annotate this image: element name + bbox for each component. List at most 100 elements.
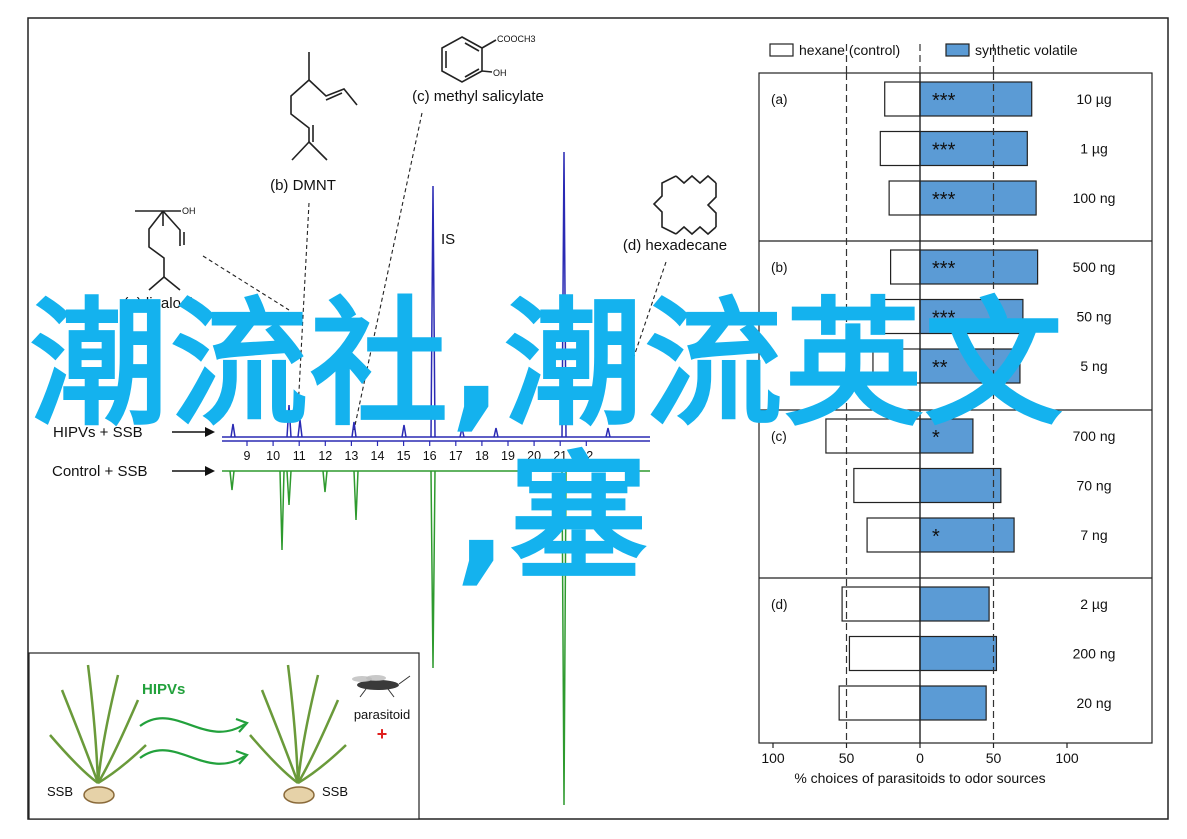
methyl-salicylate-ester-group: COOCH3 [497,34,536,44]
left-ssb-larva-icon [83,786,115,804]
control-trace-arrow [172,466,215,476]
linalool-oh: OH [182,206,196,216]
linalool-label: (a) linalool [123,295,192,312]
chromatogram-tick-label: 15 [397,449,411,463]
dmnt-label: (b) DMNT [270,177,336,194]
bar-synthetic [919,130,1028,167]
figure-frame [27,17,1169,820]
bar-control [841,586,921,622]
hipvs-trace-arrow [172,427,215,437]
dose-label: 70 ng [1076,478,1111,494]
compound-leader-lines [202,112,667,431]
chromatogram-tick-label: 21 [553,449,567,463]
right-ssb-label: SSB [322,784,348,799]
dmnt-structure [290,52,358,161]
significance-marker: *** [932,90,956,112]
legend-swatch-synthetic [945,43,970,57]
dose-label: 1 µg [1080,141,1108,157]
bar-synthetic [919,635,998,672]
plus-sign: + [377,724,388,744]
chromatogram-tick-label: 12 [318,449,332,463]
dose-label: 2 µg [1080,596,1108,612]
dose-label: 50 ng [1076,309,1111,325]
bar-control [879,298,921,335]
x-axis-tick-label: 50 [986,750,1002,766]
linalool-structure [135,210,185,291]
bar-synthetic [919,586,990,622]
left-ssb-label: SSB [47,784,73,799]
chromatogram-tick-label: 16 [423,449,437,463]
bar-control [838,685,921,721]
x-axis-tick-label: 100 [761,750,785,766]
bar-synthetic [919,81,1033,117]
chromatogram-tick-label: 9 [244,449,251,463]
bar-synthetic [919,249,1039,285]
significance-marker: ** [932,357,948,379]
group-label: (c) [771,429,787,444]
dose-label: 20 ng [1076,695,1111,711]
control-trace-peaks [229,470,567,806]
dose-label: 200 ng [1073,646,1116,662]
significance-marker: *** [932,140,956,162]
chromatogram-tick-label: 19 [501,449,515,463]
watermark-overlay-line1: 潮流社,潮流英文 [30,284,1065,445]
x-axis-title: % choices of parasitoids to odor sources [794,770,1045,786]
legend-swatch-control [769,43,794,57]
group-label: (d) [771,597,788,612]
methyl-salicylate-structure [441,36,497,83]
bar-synthetic [919,467,1002,504]
control-trace-label: Control + SSB [52,463,147,480]
bar-synthetic [919,418,974,454]
dose-label: 7 ng [1080,527,1107,543]
x-axis-tick-label: 50 [839,750,855,766]
dose-label: 10 µg [1076,91,1111,107]
internal-standard-label: IS [441,231,455,248]
hexadecane-label: (d) hexadecane [623,237,727,254]
bar-chart: hexane (control) synthetic volatile (a)*… [758,42,1153,786]
dose-label: 700 ng [1073,428,1116,444]
hipvs-flow-arrows [139,717,249,765]
right-ssb-larva-icon [283,786,315,804]
bar-control [872,348,921,384]
bar-control [879,130,921,167]
hexadecane-structure [652,174,717,236]
chromatogram-tick-label: 17 [449,449,463,463]
chromatogram-tick-label: 11 [293,449,306,463]
parasitoid-wasp-icon [352,675,411,698]
significance-marker: *** [932,308,956,330]
parasitoid-label: parasitoid [354,707,410,722]
right-plant-icon [249,664,347,785]
dose-label: 100 ng [1073,190,1116,206]
group-label: (b) [771,260,788,275]
bar-synthetic [919,348,1021,384]
chromatogram-tick-label: 13 [344,449,358,463]
bar-control [848,635,921,672]
hipvs-inset-label: HIPVs [142,681,185,698]
hipvs-trace-peaks [230,151,611,438]
bar-control [866,517,921,553]
chromatogram-tick-label: 22 [579,449,593,463]
chromatogram-tick-label: 10 [266,449,280,463]
significance-marker: *** [932,258,956,280]
significance-marker: *** [932,189,956,211]
bar-chart-frame [758,72,1153,744]
hipvs-trace-label: HIPVs + SSB [53,424,143,441]
significance-marker: * [932,526,940,548]
chromatogram-tick-label: 18 [475,449,489,463]
group-label: (a) [771,92,788,107]
dose-label: 5 ng [1080,358,1107,374]
bar-control [888,180,921,216]
x-axis-tick-label: 0 [916,750,924,766]
legend-label-synthetic: synthetic volatile [975,42,1078,58]
bar-control [825,418,921,454]
inset-panel: SSB SSB HIPVs parasitoid + [28,652,420,820]
dose-label: 500 ng [1073,259,1116,275]
significance-marker: * [932,427,940,449]
bar-control [889,249,921,285]
bar-control [884,81,921,117]
bar-synthetic [919,685,987,721]
methyl-salicylate-oh: OH [493,68,507,78]
bar-control [853,467,921,504]
left-plant-icon [49,664,147,785]
